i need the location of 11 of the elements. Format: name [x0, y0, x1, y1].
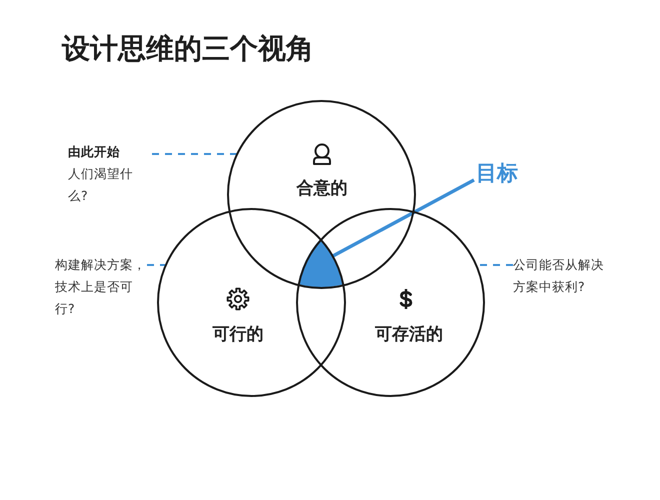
note-heading: 由此开始 [68, 143, 121, 161]
note-text: 构建解决方案，技术上是否可行? [55, 256, 147, 318]
circle-label: 可存活的 [375, 324, 443, 346]
dashed-leader-line [147, 264, 166, 266]
note-text: 公司能否从解决方案中获利? [513, 256, 605, 296]
circle-label: 可行的 [212, 324, 264, 346]
dashed-leader-line [152, 153, 236, 155]
title: 设计思维的三个视角 [62, 31, 314, 67]
circle-label: 合意的 [296, 177, 348, 199]
note-text: 人们渴望什么? [68, 165, 134, 205]
callout-label: 目标 [476, 161, 518, 185]
